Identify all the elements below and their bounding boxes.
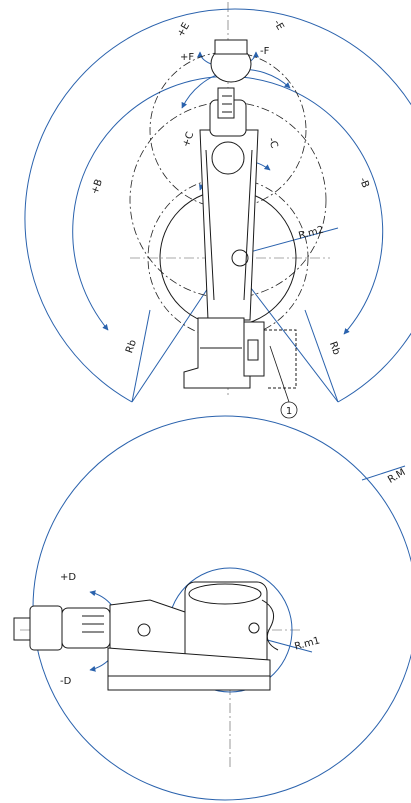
label-b-minus: -B: [357, 176, 371, 189]
rm-line: [361, 465, 406, 481]
top-view: 1 +E -E +F -F +C -C +B -B R.m2 Rb Rb: [24, 2, 411, 419]
label-b-plus: +B: [90, 178, 106, 196]
label-rm1: R.m1: [293, 635, 321, 652]
label-d-minus: -D: [60, 676, 72, 687]
label-d-plus: +D: [60, 572, 76, 583]
label-c-plus: +C: [181, 131, 197, 149]
label-f-minus: -F: [260, 46, 270, 57]
top-motion-envelopes: [129, 51, 327, 339]
label-c-minus: -C: [266, 136, 280, 150]
outer-b-arc: [24, 8, 411, 403]
callout-1: 1: [269, 345, 298, 419]
bottom-view: +D -D R.M R.m1: [13, 415, 411, 801]
callout-1-label: 1: [286, 406, 292, 417]
label-e-minus: -E: [271, 18, 285, 32]
label-f-plus: +F: [180, 52, 194, 63]
label-e-plus: +E: [175, 21, 192, 39]
robot-top-body: [13, 581, 279, 691]
label-rb-right: Rb: [327, 340, 342, 356]
label-rm: R.M: [386, 467, 407, 486]
label-rb-left: Rb: [124, 338, 139, 354]
robot-side-body: [159, 39, 297, 389]
